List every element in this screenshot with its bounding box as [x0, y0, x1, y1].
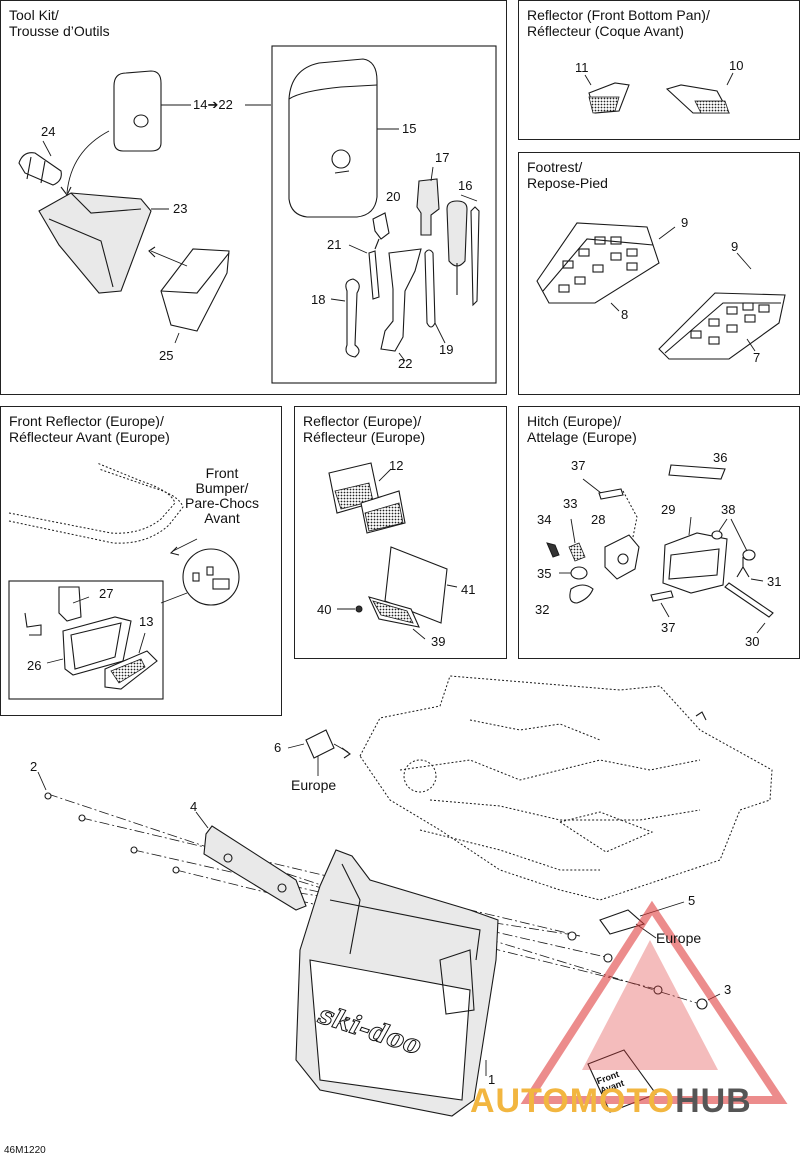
callout-9b: 9: [731, 239, 739, 254]
footrest-drawing: [536, 222, 786, 360]
callout-33: 33: [563, 496, 578, 511]
drawing-reference: 46M1220: [4, 1145, 46, 1156]
callout-31: 31: [767, 574, 782, 589]
callout-2: 2: [30, 759, 38, 774]
callout-25: 25: [159, 348, 174, 363]
callout-24: 24: [41, 124, 56, 139]
europe-label-top: Europe: [291, 777, 337, 793]
mud-flap-bracket: [203, 825, 307, 911]
callout-3: 3: [724, 982, 732, 997]
panel-footrest: Footrest/ Repose-Pied 9 9 8 7: [518, 152, 800, 395]
callout-38: 38: [721, 502, 736, 517]
front-reflector-europe-title: Front Reflector (Europe)/ Réflecteur Ava…: [9, 413, 170, 445]
callout-30: 30: [745, 634, 760, 649]
holder-bracket: [38, 192, 152, 294]
callout-41: 41: [461, 582, 476, 597]
callout-12: 12: [389, 458, 404, 473]
callout-26: 26: [27, 658, 42, 673]
callout-40: 40: [317, 602, 332, 617]
callout-27: 27: [99, 586, 114, 601]
holder-cover: [160, 248, 230, 332]
front-reflector-europe-drawing: [8, 462, 240, 700]
callout-15: 15: [402, 121, 417, 136]
callout-9a: 9: [681, 215, 689, 230]
callout-1: 1: [488, 1072, 496, 1087]
panel-reflector-europe: Reflector (Europe)/ Réflecteur (Europe) …: [294, 406, 507, 659]
panel-reflector-front-bottom-pan: Reflector (Front Bottom Pan)/ Réflecteur…: [518, 0, 800, 140]
callout-11: 11: [575, 60, 589, 75]
reflector-front-title: Reflector (Front Bottom Pan)/ Réflecteur…: [527, 7, 710, 39]
panel-hitch-europe: Hitch (Europe)/ Attelage (Europe): [518, 406, 800, 659]
callout-37b: 37: [661, 620, 676, 635]
callout-17: 17: [435, 150, 450, 165]
callout-37a: 37: [571, 458, 586, 473]
callout-20: 20: [386, 189, 401, 204]
panel-front-reflector-europe: Front Reflector (Europe)/ Réflecteur Ava…: [0, 406, 282, 716]
callout-23: 23: [173, 201, 188, 216]
reflector-europe-title: Reflector (Europe)/ Réflecteur (Europe): [303, 413, 426, 445]
tool-case-small: [113, 70, 162, 152]
inset-box: [8, 580, 164, 700]
tool-kit-inner-box: [271, 45, 497, 384]
callout-29: 29: [661, 502, 676, 517]
callout-5: 5: [688, 893, 696, 908]
tool-kit-title: Tool Kit/ Trousse d’Outils: [9, 7, 110, 39]
callout-36: 36: [713, 450, 728, 465]
panel-tool-kit: Tool Kit/ Trousse d’Outils: [0, 0, 507, 395]
callout-19: 19: [439, 342, 454, 357]
callout-14-22: 14➔22: [193, 97, 233, 112]
callout-10: 10: [729, 58, 744, 73]
callout-28: 28: [591, 512, 606, 527]
callout-6: 6: [274, 740, 282, 755]
watermark-text-part1: AUTOMOTO: [470, 1082, 676, 1120]
reflector-front-drawing: [584, 72, 734, 114]
callout-34: 34: [537, 512, 552, 527]
callout-16: 16: [458, 178, 473, 193]
footrest-title: Footrest/ Repose-Pied: [527, 159, 608, 191]
front-bumper-label: Front Bumper/ Pare-Chocs Avant: [185, 465, 259, 526]
chassis-outline: [359, 675, 773, 901]
tool-kit-drawing: [18, 45, 497, 384]
callout-4: 4: [190, 799, 198, 814]
callout-35: 35: [537, 566, 552, 581]
watermark: AUTOMOTOHUB: [470, 1082, 752, 1121]
tool-case-large: [288, 58, 378, 218]
callout-13: 13: [139, 614, 154, 629]
watermark-text-part2: HUB: [675, 1082, 752, 1120]
callout-8: 8: [621, 307, 629, 322]
callout-39: 39: [431, 634, 446, 649]
hitch-europe-title: Hitch (Europe)/ Attelage (Europe): [527, 413, 637, 445]
callout-22: 22: [398, 356, 413, 371]
callout-32: 32: [535, 602, 550, 617]
callout-18: 18: [311, 292, 326, 307]
callout-7: 7: [753, 350, 761, 365]
hitch-europe-drawing: [546, 464, 774, 634]
europe-label-right: Europe: [656, 930, 702, 946]
callout-21: 21: [327, 237, 342, 252]
reflector-europe-drawing: [328, 462, 458, 640]
